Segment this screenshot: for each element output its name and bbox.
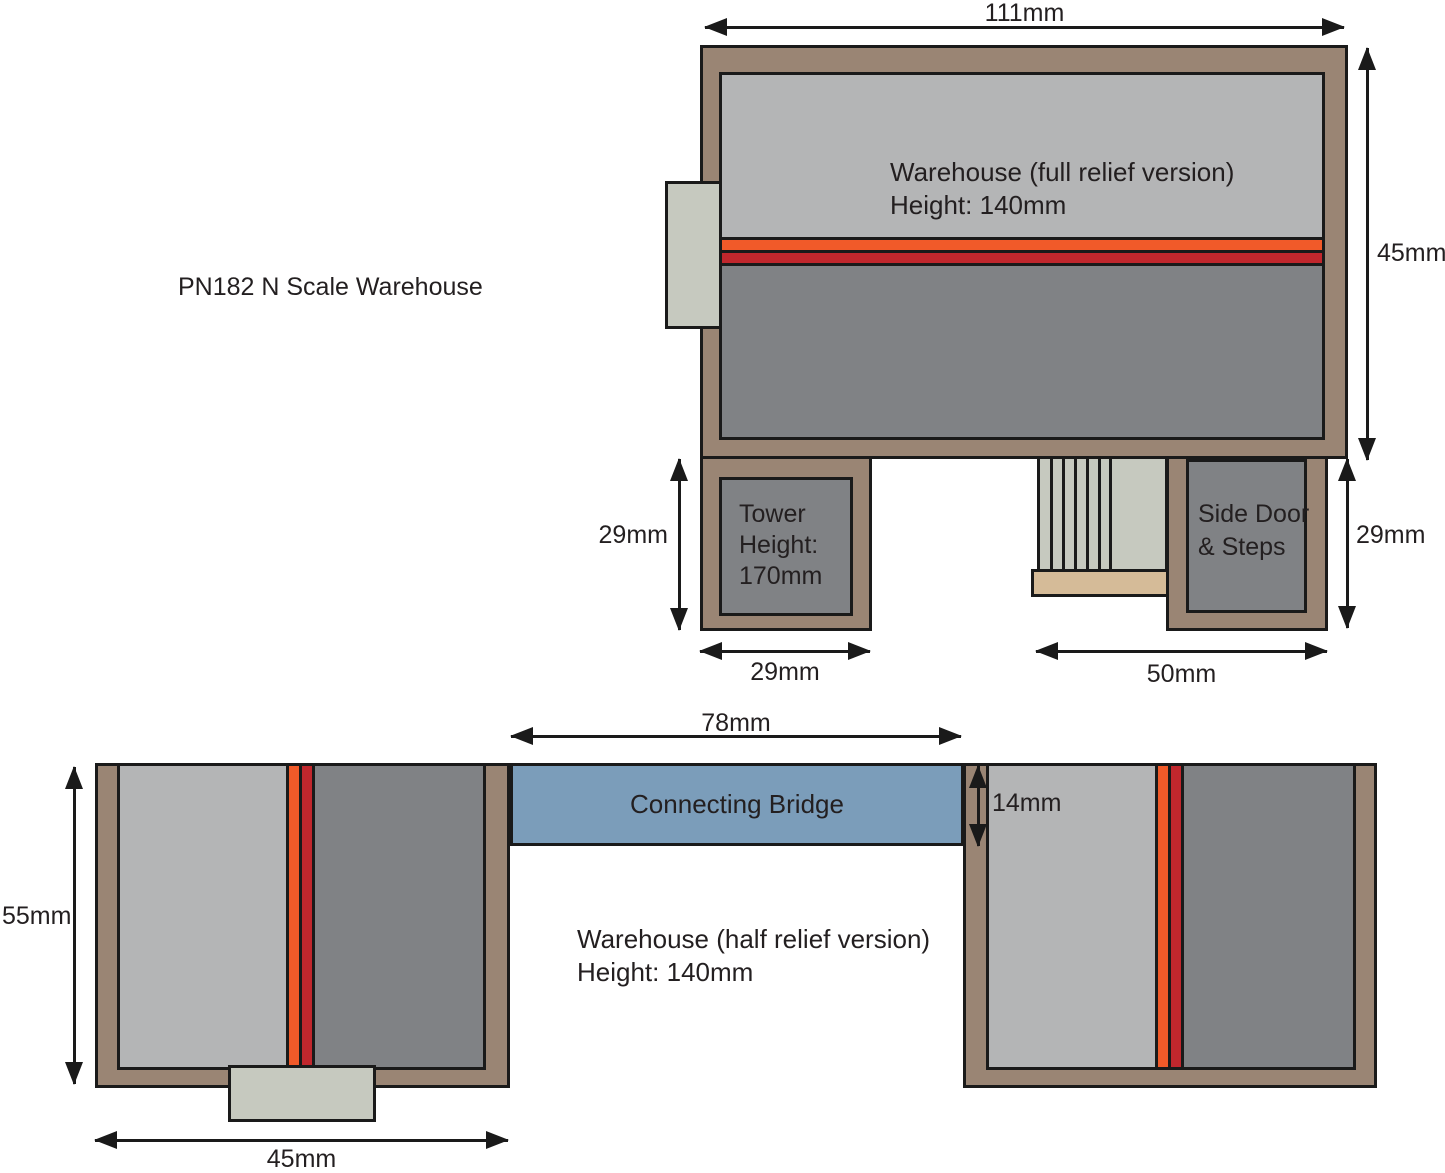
half-relief-label-line1: Warehouse (half relief version) (577, 924, 931, 954)
half-relief-label: Warehouse (half relief version) Height: … (577, 923, 930, 989)
loading-dock (228, 1065, 376, 1122)
full-relief-back-panel (722, 266, 1322, 437)
left-building-light-panel (120, 766, 286, 1067)
full-relief-front-panel (722, 75, 1322, 237)
dim-label-sidedoor-width: 50mm (1146, 660, 1217, 688)
dim-arrow-tower-width (699, 642, 871, 660)
side-door-label-line1: Side Door (1198, 500, 1310, 528)
tower-panel (719, 477, 853, 616)
left-building-orange-stripe (289, 766, 299, 1067)
connecting-bridge-label: Connecting Bridge (630, 789, 844, 819)
dim-label-tower-width: 29mm (750, 658, 820, 686)
dim-arrow-bridge-depth (969, 765, 987, 847)
side-door-label: Side Door & Steps (1198, 498, 1309, 564)
dim-arrow-full-width (704, 18, 1345, 36)
steps-rail-line (1086, 459, 1089, 569)
steps-rail-line (1050, 459, 1053, 569)
steps-rail-line (1062, 459, 1065, 569)
full-relief-label: Warehouse (full relief version) Height: … (890, 156, 1234, 222)
steps-rail-line (1074, 459, 1077, 569)
right-building-light-panel (989, 766, 1155, 1067)
dim-arrow-sidedoor-height (1338, 458, 1356, 629)
half-relief-label-line2: Height: 140mm (577, 957, 754, 987)
dim-label-sidedoor-height: 29mm (1356, 521, 1426, 549)
right-building-dark-panel (1184, 766, 1353, 1067)
dim-label-bridge-width: 78mm (701, 709, 771, 737)
tower-label-line2: Height: (739, 531, 819, 559)
dim-label-tower-height: 29mm (598, 521, 668, 549)
steps-railing (1037, 456, 1168, 572)
dim-label-full-height: 45mm (1377, 239, 1445, 267)
half-relief-right-panels (986, 763, 1356, 1070)
tower-label: Tower Height: 170mm (739, 499, 822, 592)
dim-label-bridge-depth: 14mm (992, 789, 1062, 817)
full-relief-side-platform (665, 181, 722, 329)
tower-label-line3: 170mm (739, 562, 823, 590)
half-relief-left-panels (117, 763, 486, 1070)
dim-arrow-sidedoor-width (1035, 642, 1328, 660)
steps-base (1031, 569, 1169, 597)
dim-label-full-width: 111mm (984, 0, 1065, 27)
left-building-dark-panel (315, 766, 483, 1067)
right-building-red-stripe (1171, 766, 1181, 1067)
tower-label-line1: Tower (739, 500, 806, 528)
full-relief-red-stripe (722, 253, 1322, 263)
connecting-bridge: Connecting Bridge (510, 763, 964, 846)
right-building-orange-stripe (1158, 766, 1168, 1067)
full-relief-orange-stripe (722, 240, 1322, 250)
side-door-label-line2: & Steps (1198, 533, 1286, 561)
dim-arrow-half-width (94, 1131, 509, 1149)
dim-label-half-width: 45mm (266, 1145, 337, 1173)
dim-arrow-tower-height (670, 458, 688, 631)
steps-rail-line (1098, 459, 1101, 569)
full-relief-label-line1: Warehouse (full relief version) (890, 157, 1235, 187)
dim-arrow-bridge-width (510, 727, 962, 745)
side-door-panel (1186, 459, 1307, 613)
dim-label-half-height: 55mm (2, 902, 72, 930)
left-building-red-stripe (302, 766, 312, 1067)
steps-rail-line (1109, 459, 1112, 569)
dim-arrow-half-height (65, 766, 83, 1085)
full-relief-label-line2: Height: 140mm (890, 190, 1067, 220)
dim-arrow-full-height (1358, 47, 1376, 461)
kit-title: PN182 N Scale Warehouse (178, 273, 483, 301)
full-relief-panels (719, 72, 1325, 440)
